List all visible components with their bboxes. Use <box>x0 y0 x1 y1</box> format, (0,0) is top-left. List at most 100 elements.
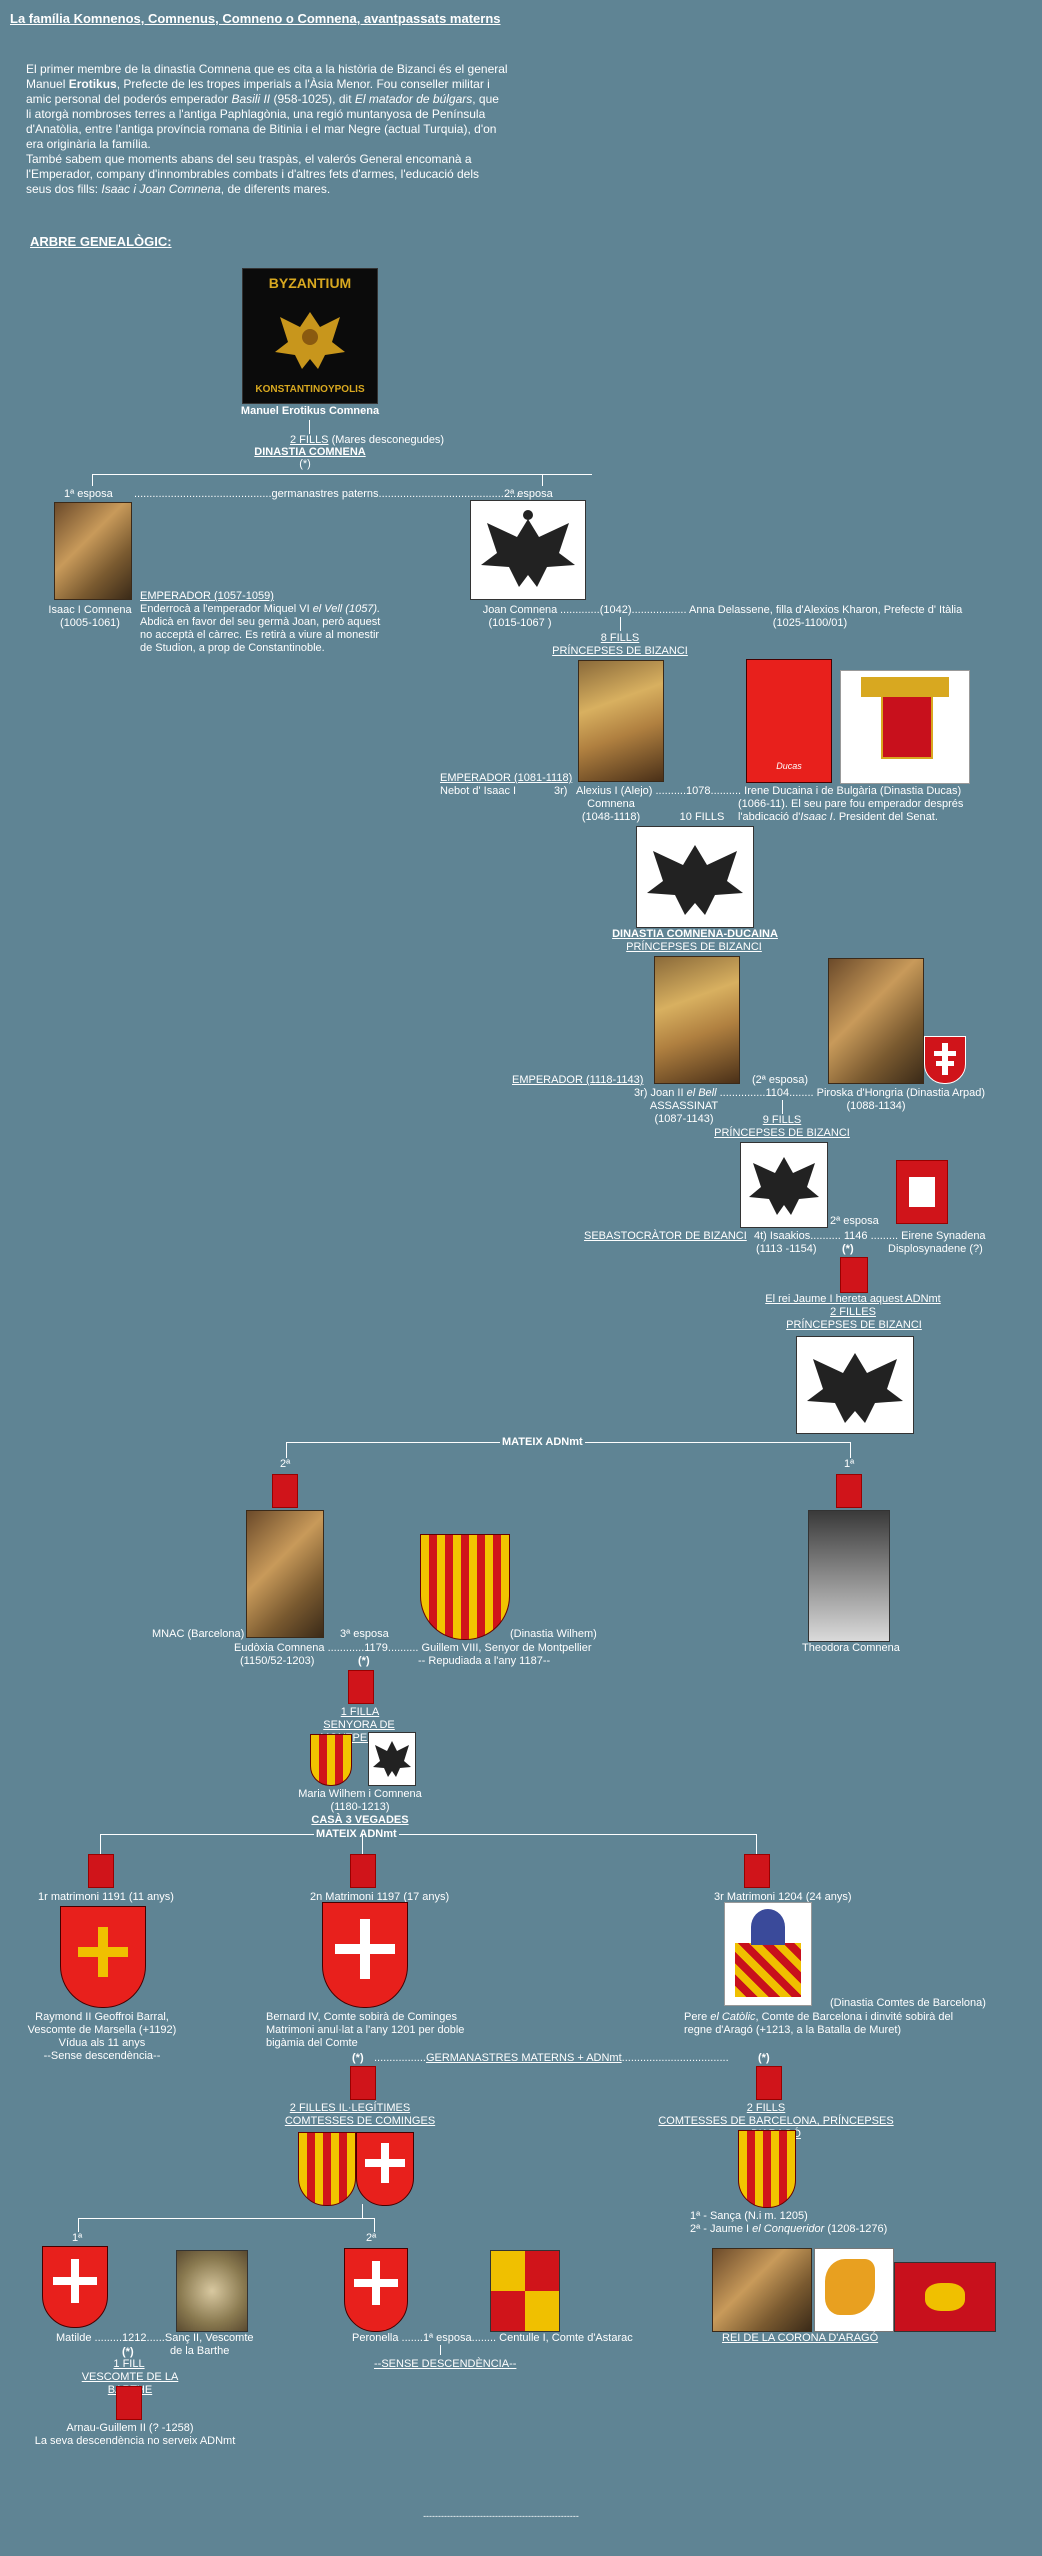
piroska-dates: (1088-1134) <box>846 1100 906 1112</box>
peronella-name: Peronella <box>352 2332 399 2344</box>
joan2-emperador[interactable]: EMPERADOR (1118-1143) <box>512 1074 644 1086</box>
pere-line: Pere el Catòlic, Comte de Barcelona i di… <box>684 2011 954 2023</box>
isaac-line: no acceptà el càrrec. Es retirà a viure … <box>140 629 380 641</box>
sanca-name: 1ª - Sança (N.i m. 1205) <box>690 2210 808 2222</box>
intro-line: li atorgà nombroses terres a l'antiga Pa… <box>26 107 486 121</box>
joan2-year: 1104 <box>765 1087 790 1099</box>
aragon-castle-icon <box>350 1854 376 1888</box>
joan-eagle-emblem <box>470 500 586 600</box>
jaume-herencia[interactable]: El rei Jaume I hereta aquest ADNmt <box>765 1293 941 1305</box>
arnau-name: Arnau-Guillem II (? -1258) <box>66 2422 194 2434</box>
manuel-name: Manuel Erotikus Comnena <box>240 405 380 417</box>
aragon-map <box>814 2248 894 2332</box>
theodora-name: Theodora Comnena <box>802 1642 900 1654</box>
anna-dates: (1025-1100/01) <box>772 617 848 629</box>
asterisk-5: (*) <box>758 2052 770 2064</box>
filles-illegitimes[interactable]: 2 FILLES IL·LEGÍTIMES <box>289 2102 411 2114</box>
isaac-emperador[interactable]: EMPERADOR (1057-1059) <box>140 590 274 602</box>
alexius-name: Alexius I (Alejo) <box>576 785 653 797</box>
double-eagle-icon <box>481 510 575 587</box>
fills8-label[interactable]: 8 FILLS <box>600 632 640 644</box>
aragon-castle-icon <box>350 2066 376 2100</box>
dinastia-comnena[interactable]: DINASTIA COMNENA <box>254 446 366 458</box>
pere-text: Pere el Catòlic, Comte de Barcelona i di… <box>684 2011 953 2037</box>
cominges-arms <box>322 1902 408 2008</box>
cominges-cross-arms <box>356 2132 414 2206</box>
irene-line: l'abdicació d'Isaac I. President del Sen… <box>738 811 938 823</box>
joan2-dates: (1087-1143) <box>654 1113 714 1125</box>
eudoxia-year: 1179 <box>364 1642 388 1654</box>
eudoxia-name: Eudòxia Comnena <box>234 1642 325 1654</box>
jaume-painting <box>712 2248 812 2332</box>
intro-line: d'Anatòlia, entre l'antiga província rom… <box>26 122 497 136</box>
joan2-assassinat: ASSASSINAT <box>649 1100 719 1112</box>
page-title[interactable]: La família Komnenos, Comnenus, Comneno o… <box>10 11 501 26</box>
comtesses-cominges[interactable]: COMTESSES DE COMINGES <box>284 2115 436 2127</box>
casa-3-vegades[interactable]: CASÀ 3 VEGADES <box>311 1814 409 1826</box>
alexius-dates: (1048-1118) <box>581 811 641 823</box>
aragon-castle-icon <box>840 1257 868 1293</box>
princepses-label-4[interactable]: PRÍNCEPSES DE BIZANCI <box>786 1319 922 1331</box>
primera-label: 1ª <box>844 1458 855 1470</box>
asterisk-3: (*) <box>358 1655 370 1667</box>
repudiada-label: -- Repudiada a l'any 1187-- <box>418 1655 551 1667</box>
asterisk-6: (*) <box>122 2346 134 2358</box>
cross-icon <box>53 2259 97 2303</box>
isaakios-dates: (1113 -1154) <box>756 1243 817 1255</box>
intro-text: El primer membre de la dinastia Comnena … <box>26 62 566 197</box>
alexius-emperador[interactable]: EMPERADOR (1081-1118) <box>440 772 573 784</box>
matilde-row: Matilde .........1212......Sanç II, Vesc… <box>56 2332 254 2344</box>
irene-text: (1066-11). El seu pare fou emperador des… <box>738 798 963 824</box>
raymond-text: Raymond II Geoffroi Barral, Vescomte de … <box>12 2011 192 2063</box>
synadena-arms <box>896 1160 948 1224</box>
joan-marriage: .............(1042).................. An… <box>560 604 963 616</box>
peronella-esposa: 1ª esposa <box>422 2332 472 2344</box>
aragon-bars-arms <box>738 2130 796 2208</box>
fill1-label[interactable]: 1 FILL <box>113 2358 145 2370</box>
mateix-adnmt: MATEIX ADNmt <box>500 1436 585 1449</box>
filla1-label[interactable]: 1 FILLA <box>340 1706 380 1718</box>
princepses-label-3[interactable]: PRÍNCEPSES DE BIZANCI <box>714 1127 850 1139</box>
mateix-adnmt-2: MATEIX ADNmt <box>314 1828 399 1841</box>
rei-corona[interactable]: REI DE LA CORONA D'ARAGÓ <box>722 2332 879 2344</box>
asterisk-4: (*) <box>352 2052 364 2064</box>
joan-dates: (1015-1067 ) <box>488 617 552 629</box>
isaac-name: Isaac I Comnena <box>48 604 132 616</box>
raymond-line: Vídua als 11 anys <box>58 2037 146 2049</box>
fills2-row: 2 FILLS (Mares desconegudes) <box>290 434 444 447</box>
germanastres-label: germanastres paterns <box>271 488 379 500</box>
raymond-line: Vescomte de Marsella (+1192) <box>27 2024 177 2036</box>
aragon-castle-icon <box>756 2066 782 2100</box>
princepses-label[interactable]: PRÍNCEPSES DE BIZANCI <box>552 645 688 657</box>
maria-dates: (1180-1213) <box>330 1801 390 1813</box>
double-eagle-icon <box>647 845 743 915</box>
jaume-name: 2ª - Jaume I el Conqueridor (1208-1276) <box>690 2223 888 2235</box>
germ-materns-label[interactable]: GERMANASTRES MATERNS + ADNmt <box>425 2052 622 2064</box>
eudoxia-row: Eudòxia Comnena ............1179........… <box>234 1642 592 1654</box>
eudoxia-painting <box>246 1510 324 1638</box>
bernard-text: Bernard IV, Comte sobirà de Cominges Mat… <box>266 2011 464 2050</box>
anna-name: Anna Delassene, filla d'Alexios Kharon, … <box>689 604 963 616</box>
occitan-cross-icon <box>78 1927 128 1977</box>
segona-label: 2ª <box>280 1458 291 1470</box>
sebastocrator-label[interactable]: SEBASTOCRÀTOR DE BIZANCI <box>584 1230 747 1242</box>
fills2b-label[interactable]: 2 FILLES <box>830 1306 876 1318</box>
dinastia-ducaina[interactable]: DINASTIA COMNENA-DUCAINA <box>612 928 778 940</box>
seva-descendencia: La seva descendència no serveix ADNmt <box>34 2435 236 2447</box>
asterisk-2: (*) <box>842 1243 854 1255</box>
maria-name: Maria Wilhem i Comnena <box>298 1788 422 1800</box>
eirene-name: Eirene Synadena <box>901 1230 986 1242</box>
marseille-arms <box>60 1906 146 2008</box>
fills2-label[interactable]: 2 FILLS <box>290 434 329 446</box>
piroska-name: Piroska d'Hongria (Dinastia Arpad) <box>816 1087 986 1099</box>
princepses-label-2[interactable]: PRÍNCEPSES DE BIZANCI <box>626 941 762 953</box>
fills9-label[interactable]: 9 FILLS <box>762 1114 802 1126</box>
intro-line: l'Emperador, company d'innombrables comb… <box>26 167 480 181</box>
joan-marriage-year: (1042) <box>599 604 632 616</box>
sense-descendencia[interactable]: --SENSE DESCENDÈNCIA-- <box>374 2358 517 2370</box>
fills2c-label[interactable]: 2 FILLS <box>746 2102 786 2114</box>
double-eagle-icon <box>807 1353 903 1423</box>
princepses-eagle-emblem <box>796 1336 914 1434</box>
eudoxia-esposa: 3ª esposa <box>340 1628 389 1640</box>
footer-line: ----------------------------------------… <box>423 2511 579 2521</box>
